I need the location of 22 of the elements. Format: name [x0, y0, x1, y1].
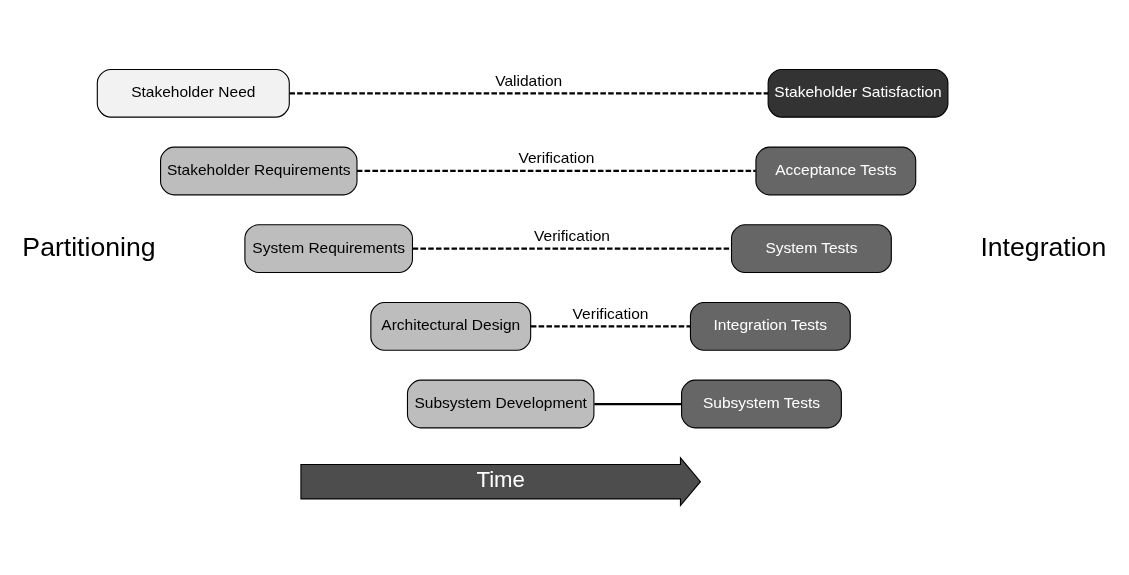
node-box: Subsystem Tests: [681, 379, 842, 429]
node-box: Acceptance Tests: [755, 146, 917, 196]
edge-label: Validation: [495, 71, 563, 89]
connector: [357, 169, 756, 173]
node-box: Stakeholder Satisfaction: [767, 68, 949, 118]
connector: [594, 402, 682, 406]
node-box: Stakeholder Need: [96, 68, 290, 118]
node-box: Architectural Design: [370, 301, 532, 351]
node-box: Subsystem Development: [406, 379, 595, 429]
node-box: Stakeholder Requirements: [160, 146, 358, 196]
edge-label: Verification: [518, 149, 595, 167]
node-box: Integration Tests: [689, 301, 851, 351]
label: Integration: [980, 231, 1107, 262]
connector: [412, 247, 732, 250]
edge-label: Verification: [572, 304, 649, 322]
connector: [289, 92, 769, 95]
label: Partitioning: [22, 231, 156, 262]
connector: [531, 325, 691, 328]
edge-label: Verification: [534, 227, 610, 245]
node-box: System Requirements: [244, 224, 414, 274]
node-box: System Tests: [730, 224, 892, 274]
label: Time: [476, 467, 525, 493]
